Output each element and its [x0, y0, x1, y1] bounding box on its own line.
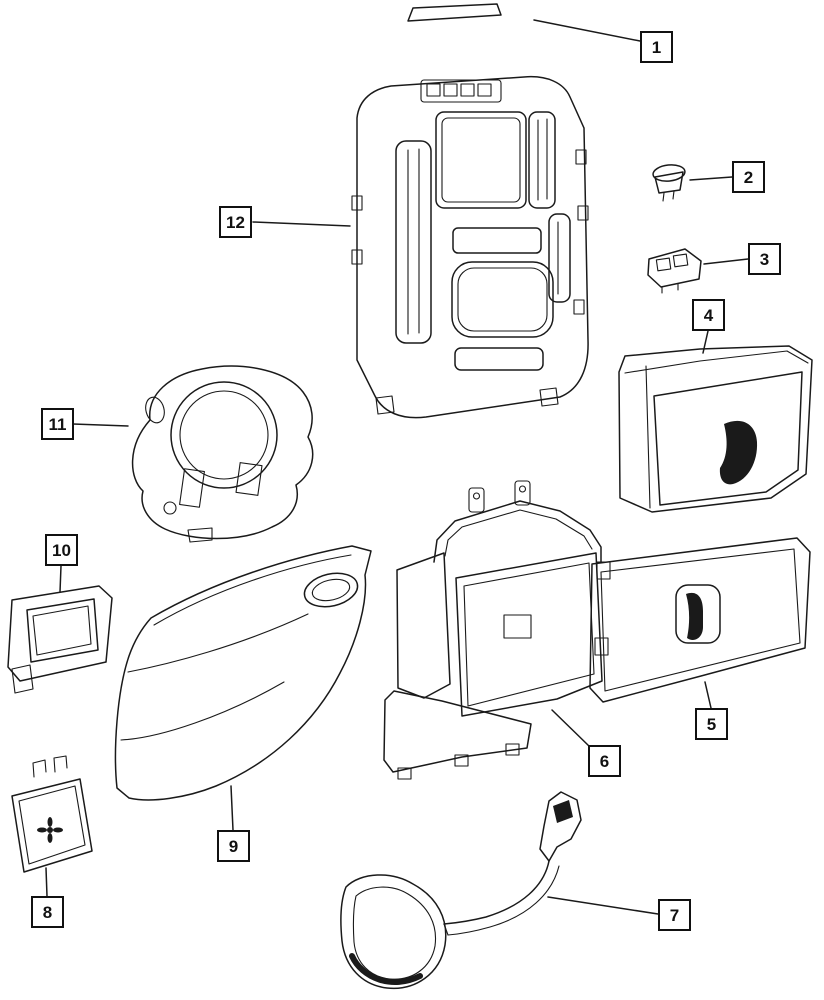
right-vent-upper — [528, 111, 556, 209]
bolster-vent-oval — [303, 572, 359, 608]
part-1-defroster-trim-strip — [407, 3, 502, 22]
leader-line-10 — [59, 565, 62, 593]
trim-dark-edge — [349, 953, 423, 986]
callout-5[interactable]: 5 — [695, 708, 728, 740]
lower-slot — [454, 347, 544, 371]
door-handle — [686, 592, 703, 640]
leader-line-5 — [704, 681, 712, 709]
callout-11[interactable]: 11 — [41, 408, 74, 440]
glove-bin-latch — [719, 420, 758, 485]
part-6-center-lower-trim — [383, 480, 611, 780]
part-5-glove-box-door — [589, 537, 811, 703]
callout-4[interactable]: 4 — [692, 299, 725, 331]
leader-line-7 — [547, 896, 659, 915]
part-11-column-shroud — [131, 365, 314, 543]
console-grid-panel — [396, 552, 451, 699]
glove-bin-mesh — [653, 371, 803, 506]
callout-8[interactable]: 8 — [31, 896, 64, 928]
callout-10[interactable]: 10 — [45, 534, 78, 566]
leader-line-9 — [230, 785, 234, 831]
callout-7[interactable]: 7 — [658, 899, 691, 931]
part-9-knee-bolster-panel — [114, 545, 372, 801]
part-8-side-pocket — [11, 755, 93, 873]
leader-line-8 — [45, 867, 48, 897]
leader-line-1 — [533, 19, 641, 42]
part-12-instrument-panel-bezel — [351, 75, 589, 419]
part-7-lower-column-trim — [340, 791, 582, 990]
leader-line-4 — [702, 330, 709, 354]
leader-line-11 — [72, 423, 129, 427]
column-opening — [170, 381, 278, 489]
callout-12[interactable]: 12 — [219, 206, 252, 238]
callout-9[interactable]: 9 — [217, 830, 250, 862]
leader-line-3 — [703, 258, 749, 265]
switch-slot — [452, 227, 542, 254]
callout-1[interactable]: 1 — [640, 31, 673, 63]
callout-3[interactable]: 3 — [748, 243, 781, 275]
part-10-switch-bezel — [7, 585, 113, 694]
console-lower-bracket — [383, 690, 532, 773]
right-vent-lower — [548, 213, 571, 303]
part-2-clip — [652, 164, 686, 202]
console-door — [455, 552, 603, 717]
hvac-opening — [451, 261, 554, 338]
leader-line-12 — [252, 221, 351, 227]
callout-2[interactable]: 2 — [732, 161, 765, 193]
leader-line-2 — [689, 176, 733, 181]
radio-opening — [435, 111, 527, 209]
leader-lines — [45, 19, 749, 915]
pocket-emblem — [37, 817, 63, 843]
leader-line-6 — [551, 709, 591, 748]
part-4-glove-box-bin — [618, 345, 813, 513]
part-3-bracket — [647, 248, 702, 294]
door-handle-bezel — [675, 584, 721, 644]
left-vent-column — [395, 140, 432, 344]
callout-6[interactable]: 6 — [588, 745, 621, 777]
